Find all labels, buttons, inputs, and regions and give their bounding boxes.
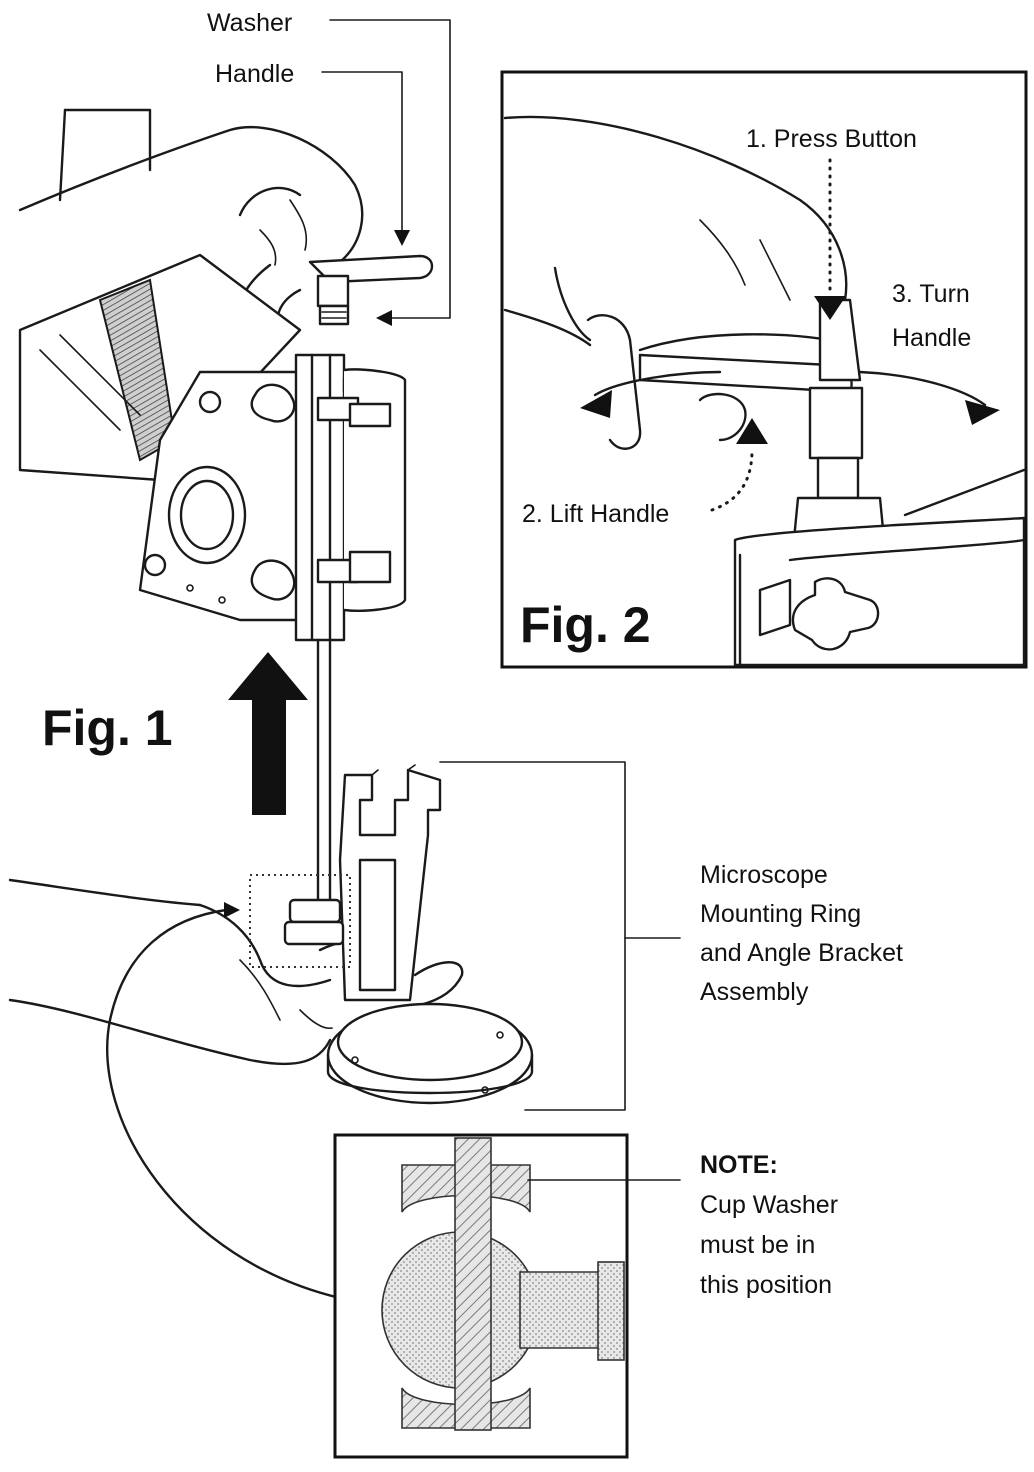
press-button-arrow-icon — [814, 296, 846, 320]
fig2-title: Fig. 2 — [520, 597, 651, 653]
note-line-3: this position — [700, 1271, 832, 1299]
assembly-label-line-1: Microscope — [700, 861, 828, 889]
fig2-panel — [500, 70, 1028, 669]
detail-arrow-icon — [224, 902, 240, 918]
fig2-step-3-label-line-1: 3. Turn — [892, 280, 970, 308]
fig1-title: Fig. 1 — [42, 700, 173, 756]
note-line-1: Cup Washer — [700, 1191, 838, 1219]
lift-handle-arrow-icon — [736, 418, 768, 444]
assembly-bracket-line — [439, 761, 626, 1111]
note-line-2: must be in — [700, 1231, 815, 1259]
fig2-step-3-label-line-2: Handle — [892, 324, 971, 352]
fig1-illustration — [18, 108, 434, 907]
assembly-label-line-3: and Angle Bracket — [700, 939, 903, 967]
cup-washer-cross-section — [333, 1133, 681, 1459]
assembly-label-line-2: Mounting Ring — [700, 900, 861, 928]
washer-pointer-icon — [376, 310, 392, 326]
handle-pointer-icon — [394, 230, 410, 246]
fig2-step-1-label: 1. Press Button — [746, 125, 917, 153]
rotate-left-arrow-icon — [580, 390, 612, 418]
angle-bracket-assembly — [8, 764, 534, 1300]
fig1-callouts — [321, 19, 451, 326]
washer-label: Washer — [207, 9, 292, 37]
fig2-step-2-label: 2. Lift Handle — [522, 500, 669, 528]
assembly-label-line-4: Assembly — [700, 978, 809, 1006]
note-heading: NOTE: — [700, 1151, 778, 1179]
handle-label: Handle — [215, 60, 294, 88]
rotate-right-arrow-icon — [965, 400, 1000, 425]
up-arrow-icon — [228, 652, 308, 815]
